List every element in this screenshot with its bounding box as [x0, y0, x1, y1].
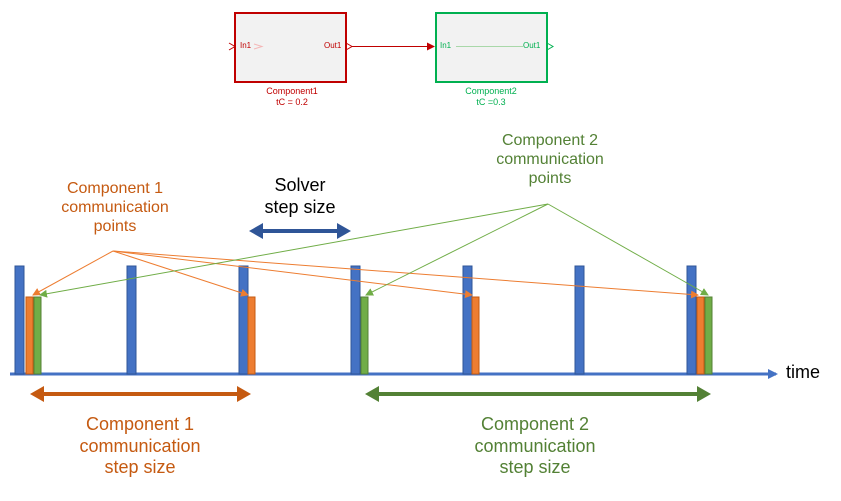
time-axis-label: time	[786, 362, 821, 382]
label-line: Component 1	[66, 180, 164, 197]
component2-comm-bar	[33, 296, 42, 375]
solver-bar	[462, 265, 473, 375]
label-line: Solver	[274, 175, 326, 195]
label-line: communication	[496, 151, 604, 169]
solver-bar	[574, 265, 585, 375]
label-line: step size	[264, 196, 336, 217]
component1-step-label: Component 1 communication step size	[45, 414, 235, 479]
component2-pointer	[365, 203, 549, 296]
component2-out-label: Out1	[523, 41, 541, 50]
component1-comm-bar	[471, 296, 480, 375]
component1-pointer	[112, 250, 473, 299]
component1-tc: tC = 0.2	[276, 97, 308, 108]
component2-step-arrowhead-left	[365, 386, 379, 402]
component1-pointer	[112, 250, 249, 297]
component2-pointer	[39, 203, 549, 298]
solver-bar	[126, 265, 137, 375]
component2-points-label: Component 2 communication points	[470, 131, 630, 189]
label-line: step size	[499, 457, 571, 478]
component2-tc: tC =0.3	[476, 97, 506, 108]
solver-bar	[350, 265, 361, 375]
component1-caption: Component1 tC = 0.2	[232, 86, 352, 109]
label-line: communication	[61, 199, 169, 217]
component1-block	[234, 12, 347, 83]
component1-inner-link	[253, 43, 264, 50]
component1-name: Component1	[266, 86, 318, 96]
component1-step-arrowhead-right	[237, 386, 251, 402]
solver-bar	[238, 265, 249, 375]
component2-out-port	[546, 42, 554, 51]
solver-step-arrowhead-left	[249, 223, 263, 239]
component2-block	[435, 12, 548, 83]
solver-step-label: Solver step size	[235, 175, 365, 218]
component1-in-label: In1	[240, 41, 252, 50]
solver-bar	[686, 265, 697, 375]
label-line: Component 2	[501, 132, 599, 149]
solver-step-arrowhead-right	[337, 223, 351, 239]
component2-comm-bar	[360, 296, 369, 375]
label-line: Component 2	[480, 414, 590, 434]
label-line: communication	[474, 435, 596, 456]
label-line: communication	[79, 435, 201, 456]
component2-pointer	[547, 203, 709, 296]
component2-step-arrowhead-right	[697, 386, 711, 402]
component1-pointer	[112, 250, 699, 299]
component1-out-label: Out1	[324, 41, 342, 50]
component1-comm-bar	[25, 296, 34, 375]
label-line: step size	[104, 457, 176, 478]
component2-step-label: Component 2 communication step size	[430, 414, 640, 479]
component2-name: Component2	[465, 86, 517, 96]
label-line: points	[528, 170, 572, 188]
component2-caption: Component2 tC =0.3	[431, 86, 551, 109]
component1-pointer	[32, 250, 114, 296]
component1-comm-bar	[696, 296, 705, 375]
component2-comm-bar	[704, 296, 713, 375]
label-line: Component 1	[85, 414, 195, 434]
solver-bar	[14, 265, 25, 375]
component1-comm-bar	[247, 296, 256, 375]
component1-step-arrowhead-left	[30, 386, 44, 402]
component1-points-label: Component 1 communication points	[40, 179, 190, 237]
component1-in-port	[228, 42, 236, 51]
label-line: points	[93, 218, 137, 236]
component2-in-label: In1	[440, 41, 452, 50]
